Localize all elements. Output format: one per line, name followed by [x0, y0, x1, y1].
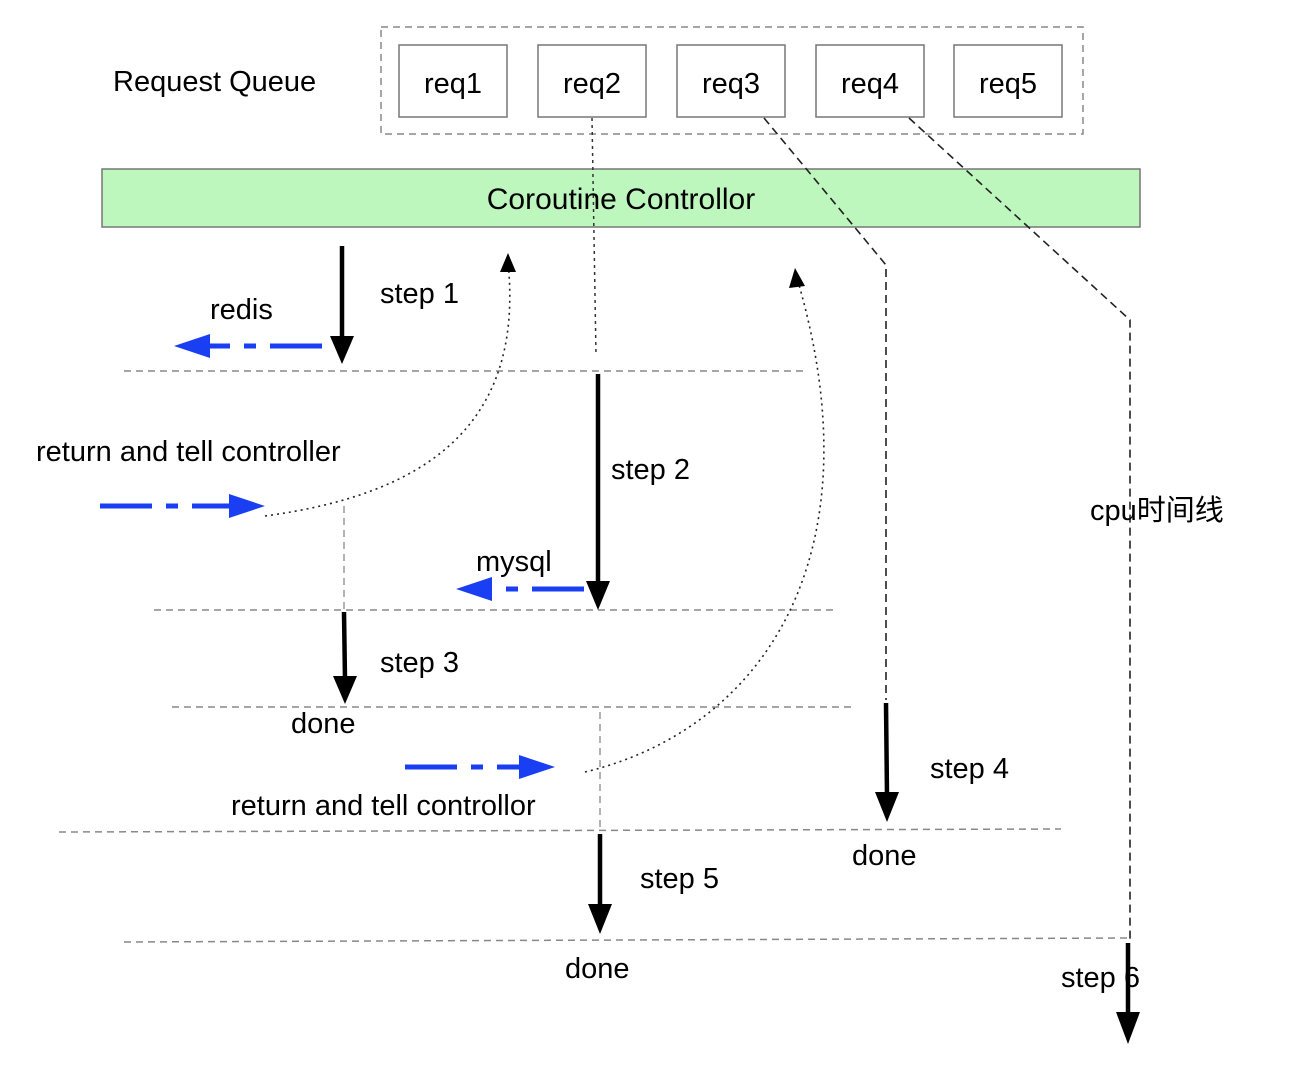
- redis-label: redis: [210, 294, 273, 326]
- step1-arrow: [330, 246, 354, 364]
- done-step5-label: done: [565, 953, 630, 985]
- req3-connector: [763, 117, 887, 700]
- req-4-box: req4: [815, 44, 925, 118]
- controller-label: Coroutine Controllor: [487, 183, 755, 216]
- coroutine-controller-bar: [101, 168, 1141, 228]
- req-4-label: req4: [841, 68, 899, 100]
- req-1-label: req1: [424, 68, 482, 100]
- return-tell-controller-label: return and tell controller: [36, 436, 341, 468]
- req-1-box: req1: [398, 44, 508, 118]
- req-3-label: req3: [702, 68, 760, 100]
- step6-arrow: [1116, 943, 1140, 1044]
- step3-arrow: [333, 611, 357, 704]
- req-2-label: req2: [563, 68, 621, 100]
- req-3-box: req3: [676, 44, 786, 118]
- return-io-arrow-2: [405, 755, 555, 779]
- return-curve-1-arrowhead: [500, 253, 516, 272]
- request-queue-box: [380, 26, 1084, 135]
- req4-connector: [908, 117, 1131, 940]
- step4-label: step 4: [930, 753, 1009, 785]
- return-io-arrow-1: [100, 494, 265, 518]
- req-5-label: req5: [979, 68, 1037, 100]
- step6-label: step 6: [1061, 962, 1140, 994]
- mysql-io-arrow: [456, 577, 584, 601]
- done-step4-label: done: [852, 840, 917, 872]
- req-2-box: req2: [537, 44, 647, 118]
- req-5-box: req5: [953, 44, 1063, 118]
- step2-label: step 2: [611, 454, 690, 486]
- done-step3-label: done: [291, 708, 356, 740]
- step4-arrow: [875, 702, 899, 822]
- request-queue-title: Request Queue: [113, 66, 316, 98]
- return-curve-1: [264, 261, 511, 517]
- divider-5: [123, 937, 1131, 943]
- step5-label: step 5: [640, 863, 719, 895]
- redis-io-arrow: [174, 334, 322, 358]
- step3-label: step 3: [380, 647, 459, 679]
- cpu-timeline-label: cpu时间线: [1090, 494, 1224, 527]
- divider-4: [58, 828, 1062, 833]
- step5-arrow: [588, 834, 612, 934]
- step2-arrow: [586, 374, 610, 610]
- step1-label: step 1: [380, 278, 459, 310]
- return-curve-2: [584, 277, 825, 773]
- mysql-label: mysql: [476, 546, 552, 578]
- req2-connector: [591, 117, 597, 356]
- return-tell-controllor-label: return and tell controllor: [231, 790, 536, 822]
- return-curve-2-arrowhead: [789, 268, 805, 288]
